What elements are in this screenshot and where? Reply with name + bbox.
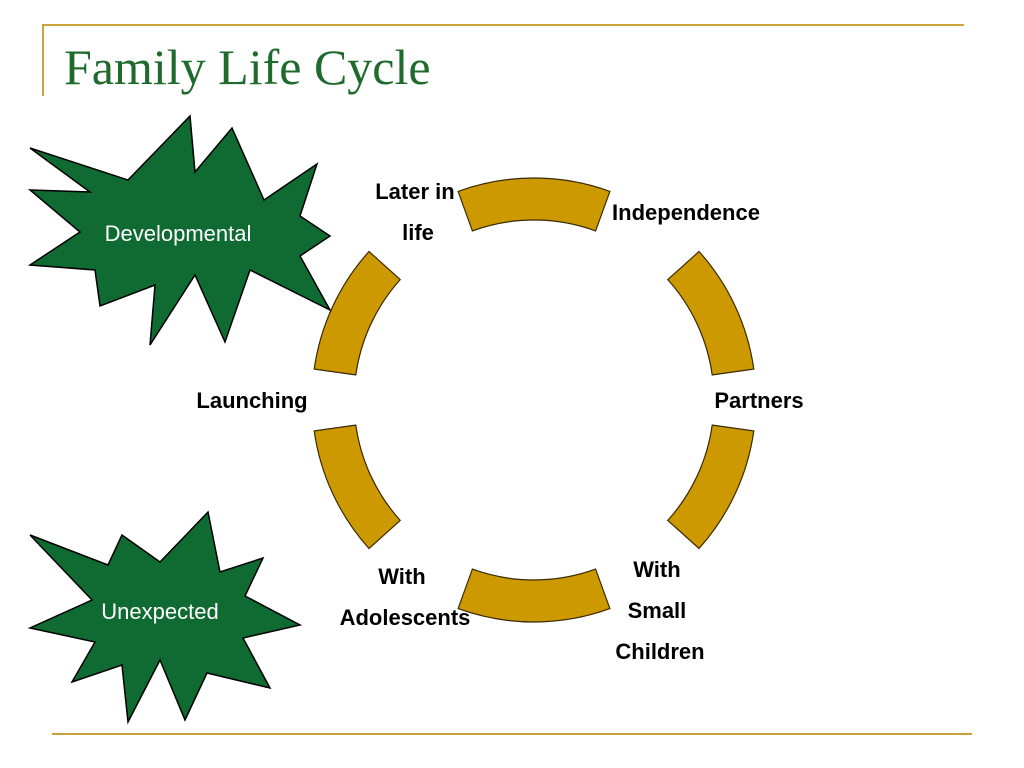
stage-label-with-small-children-line-3: Children — [615, 639, 704, 664]
title-accent-line-horizontal — [42, 24, 964, 26]
title-accent-line-vertical — [42, 24, 44, 96]
page-title: Family Life Cycle — [64, 39, 431, 95]
cycle-arcs — [313, 177, 755, 623]
stage-label-with-small-children: With Small Children — [615, 557, 704, 664]
burst-unexpected-shape — [27, 510, 303, 725]
burst-developmental-label: Developmental — [105, 221, 252, 246]
burst-unexpected-label: Unexpected — [101, 599, 218, 624]
stage-label-with-adolescents: With Adolescents — [340, 564, 471, 630]
stage-label-launching: Launching — [196, 388, 307, 413]
arc-upper-left — [313, 250, 402, 376]
stage-label-later-in-life-line-1: Later in — [375, 179, 454, 204]
burst-developmental-shape — [27, 114, 332, 346]
stage-label-later-in-life: Later in life — [375, 179, 461, 245]
stage-label-with-adolescents-line-2: Adolescents — [340, 605, 471, 630]
arc-upper-right — [666, 250, 755, 376]
stage-label-independence: Independence — [612, 200, 760, 225]
burst-unexpected: Unexpected — [27, 510, 303, 725]
stage-label-later-in-life-line-2: life — [402, 220, 434, 245]
arc-lower-right — [666, 424, 755, 550]
arc-lower-left — [313, 424, 402, 550]
stage-label-partners: Partners — [714, 388, 803, 413]
arc-top — [457, 177, 611, 232]
burst-developmental: Developmental — [27, 114, 332, 346]
stage-label-with-adolescents-line-1: With — [378, 564, 425, 589]
stage-label-with-small-children-line-2: Small — [628, 598, 687, 623]
stage-label-launching-line-1: Launching — [196, 388, 307, 413]
arc-bottom — [457, 568, 611, 623]
footer-line — [52, 733, 972, 735]
stage-label-partners-line-1: Partners — [714, 388, 803, 413]
stage-label-with-small-children-line-1: With — [633, 557, 680, 582]
stage-label-independence-line-1: Independence — [612, 200, 760, 225]
